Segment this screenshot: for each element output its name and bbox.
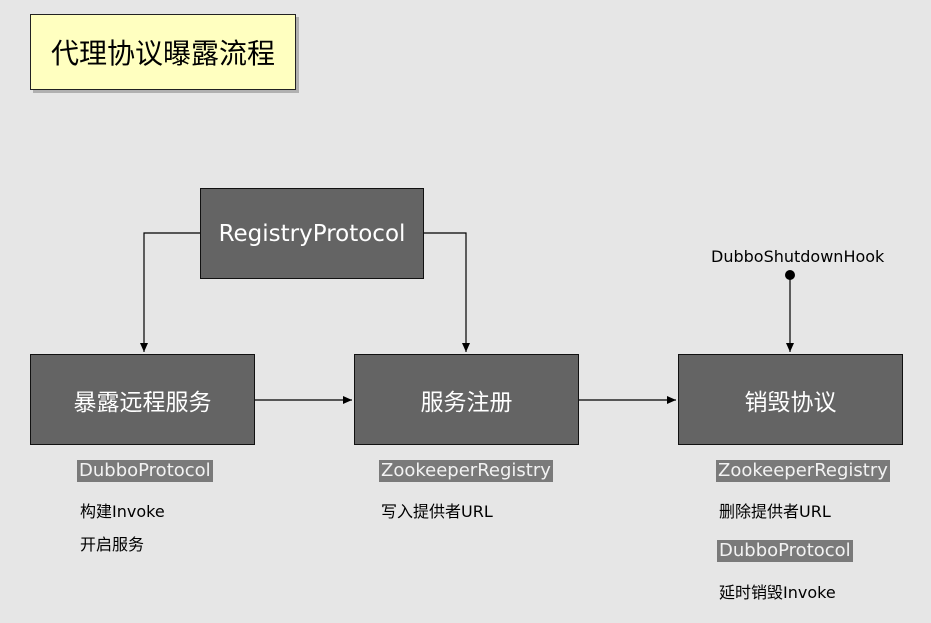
register-note-write-url: 写入提供者URL — [381, 502, 493, 521]
destroy-note-delay-invoke: 延时销毁Invoke — [719, 583, 836, 602]
expose-protocol-tag: DubboProtocol — [77, 460, 213, 482]
diagram-title: 代理协议曝露流程 — [30, 14, 296, 90]
shutdown-hook-label: DubboShutdownHook — [711, 247, 885, 266]
register-registry-tag: ZookeeperRegistry — [379, 460, 553, 482]
expose-service-box: 暴露远程服务 — [30, 354, 255, 445]
destroy-protocol-tag: DubboProtocol — [717, 540, 853, 562]
expose-note-build-invoke: 构建Invoke — [80, 502, 165, 521]
destroy-note-delete-url: 删除提供者URL — [719, 502, 831, 521]
arrow-registry-to-expose — [140, 232, 200, 352]
arrow-registry-to-register — [424, 232, 470, 352]
registry-protocol-box: RegistryProtocol — [200, 188, 424, 279]
service-register-box: 服务注册 — [354, 354, 579, 445]
expose-note-start-service: 开启服务 — [80, 535, 145, 554]
destroy-registry-tag: ZookeeperRegistry — [716, 460, 890, 482]
destroy-protocol-box: 销毁协议 — [678, 354, 903, 445]
